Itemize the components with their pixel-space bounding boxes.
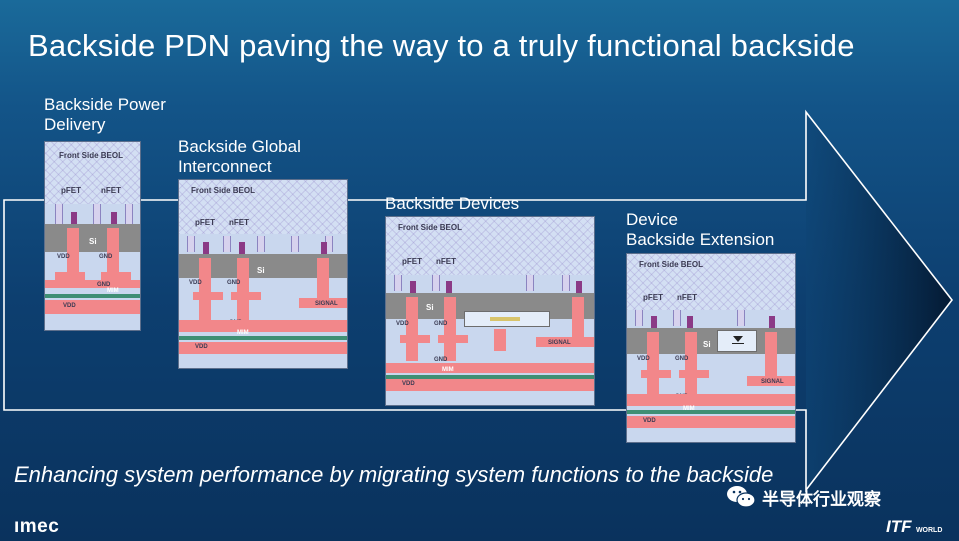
pfet-label: pFET: [402, 257, 422, 266]
slide-title: Backside PDN paving the way to a truly f…: [28, 28, 855, 63]
vdd-label-upper: VDD: [637, 356, 650, 362]
watermark: 半导体行业观察: [726, 484, 881, 510]
vdd-label-upper: VDD: [396, 321, 409, 327]
vdd-label: VDD: [643, 418, 656, 424]
signal-label: SIGNAL: [548, 340, 571, 346]
pfet-label: pFET: [195, 218, 215, 227]
pfet-label: pFET: [61, 186, 81, 195]
mim-label: MIM: [683, 406, 695, 412]
signal-label: SIGNAL: [761, 379, 784, 385]
diagram-backside-power-delivery: Front Side BEOL pFET nFET Si VDD GND GND…: [44, 141, 141, 331]
vdd-label-upper: VDD: [189, 280, 202, 286]
signal-label: SIGNAL: [315, 301, 338, 307]
wechat-icon: [727, 486, 756, 508]
gnd-label: GND: [434, 357, 448, 363]
si-label: Si: [89, 237, 97, 246]
si-label: Si: [257, 266, 265, 275]
beol-label: Front Side BEOL: [398, 223, 462, 232]
stage-label-backside-global-interconnect: Backside Global Interconnect: [178, 137, 301, 176]
diagram-device-backside-extension: Front Side BEOL pFET nFET Si VDD GND SIG…: [626, 253, 796, 443]
gnd-label-upper: GND: [99, 254, 113, 260]
vdd-label: VDD: [63, 303, 76, 309]
si-label: Si: [703, 340, 711, 349]
itf-logo-subtext: WORLD: [915, 527, 943, 534]
gnd-label: GND: [97, 282, 111, 288]
nfet-label: nFET: [229, 218, 249, 227]
nfet-label: nFET: [101, 186, 121, 195]
itf-world-logo: ITF WORLD: [886, 517, 942, 537]
vdd-label: VDD: [402, 381, 415, 387]
slide-subtitle: Enhancing system performance by migratin…: [14, 462, 774, 487]
beol-label: Front Side BEOL: [191, 186, 255, 195]
gnd-label-upper: GND: [434, 321, 448, 327]
stage-label-backside-devices: Backside Devices: [385, 194, 520, 213]
beol-label: Front Side BEOL: [639, 260, 703, 269]
itf-logo-text: ITF: [886, 517, 912, 536]
mim-label: MIM: [442, 367, 454, 373]
gnd-label-upper: GND: [675, 356, 689, 362]
mim-label: MIM: [237, 330, 249, 336]
mim-label: MIM: [107, 288, 119, 294]
beol-label: Front Side BEOL: [59, 151, 123, 160]
stage-label-backside-power-delivery: Backside Power Delivery: [44, 95, 166, 134]
imec-logo: ımec: [14, 516, 60, 537]
si-label: Si: [426, 303, 434, 312]
vdd-label: VDD: [195, 344, 208, 350]
gnd-label-upper: GND: [227, 280, 241, 286]
stage-label-device-backside-extension: Device Backside Extension: [626, 210, 775, 249]
pfet-label: pFET: [643, 293, 663, 302]
diagram-backside-global-interconnect: Front Side BEOL pFET nFET Si VDD GND SIG…: [178, 179, 348, 369]
nfet-label: nFET: [677, 293, 697, 302]
diagram-backside-devices: Front Side BEOL pFET nFET Si VDD GND SIG…: [385, 216, 595, 406]
nfet-label: nFET: [436, 257, 456, 266]
watermark-text: 半导体行业观察: [762, 489, 881, 509]
vdd-label-upper: VDD: [57, 254, 70, 260]
